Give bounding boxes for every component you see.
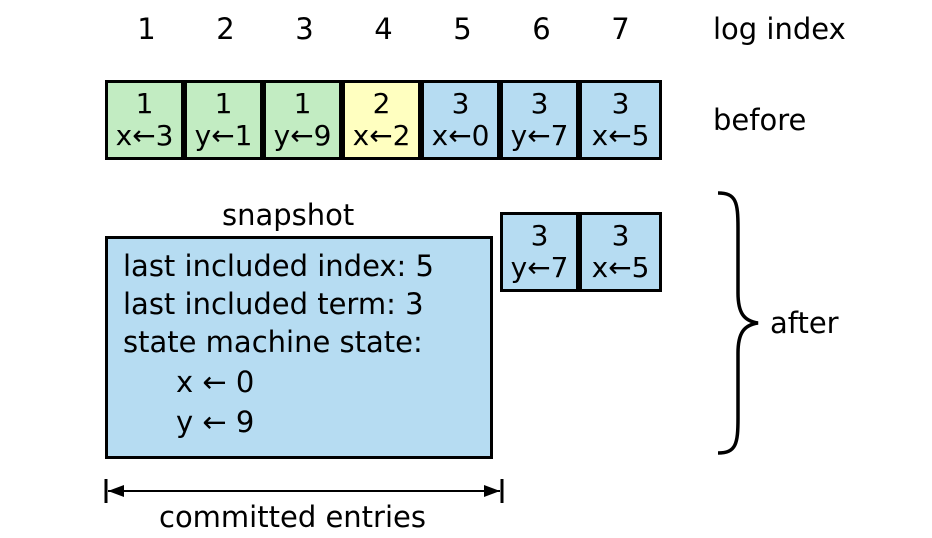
before-entry-5: 3 x←0 [421,80,500,160]
committed-entries-label: committed entries [159,500,426,534]
before-entry-7: 3 x←5 [579,80,662,160]
snapshot-state-heading: state machine state: [123,325,423,359]
entry-term: 1 [293,87,312,120]
after-brace-icon [717,191,759,455]
log-index-6: 6 [532,12,551,46]
before-entry-2: 1 y←1 [184,80,263,160]
entry-term: 3 [611,219,630,252]
entry-command: y←7 [510,251,569,284]
entry-command: x←0 [431,119,490,152]
log-index-3: 3 [295,12,314,46]
entry-command: x←3 [115,119,174,152]
entry-term: 3 [530,87,549,120]
snapshot-state-y: y ← 9 [176,405,255,439]
entry-command: x←5 [591,251,650,284]
before-entry-6: 3 y←7 [500,80,579,160]
before-entry-3: 1 y←9 [263,80,342,160]
before-label: before [713,103,807,137]
entry-term: 3 [451,87,470,120]
after-entry-7: 3 x←5 [579,212,662,292]
entry-command: y←1 [194,119,253,152]
log-index-2: 2 [216,12,235,46]
log-index-7: 7 [611,12,630,46]
entry-term: 2 [372,87,391,120]
entry-term: 3 [611,87,630,120]
after-entry-6: 3 y←7 [500,212,579,292]
entry-command: y←9 [273,119,332,152]
before-entry-1: 1 x←3 [105,80,184,160]
snapshot-last-index: last included index: 5 [123,249,434,283]
snapshot-state-x: x ← 0 [176,365,255,399]
log-index-5: 5 [453,12,472,46]
entry-command: x←2 [352,119,411,152]
log-index-label: log index [713,12,846,46]
entry-command: x←5 [591,119,650,152]
committed-span-arrow [104,479,504,503]
entry-term: 3 [530,219,549,252]
snapshot-box: last included index: 5 last included ter… [105,236,493,459]
after-label: after [770,306,839,340]
before-entry-4: 2 x←2 [342,80,421,160]
entry-term: 1 [214,87,233,120]
entry-term: 1 [135,87,154,120]
log-index-1: 1 [137,12,156,46]
snapshot-title: snapshot [222,198,355,232]
log-index-4: 4 [374,12,393,46]
snapshot-last-term: last included term: 3 [123,287,424,321]
entry-command: y←7 [510,119,569,152]
